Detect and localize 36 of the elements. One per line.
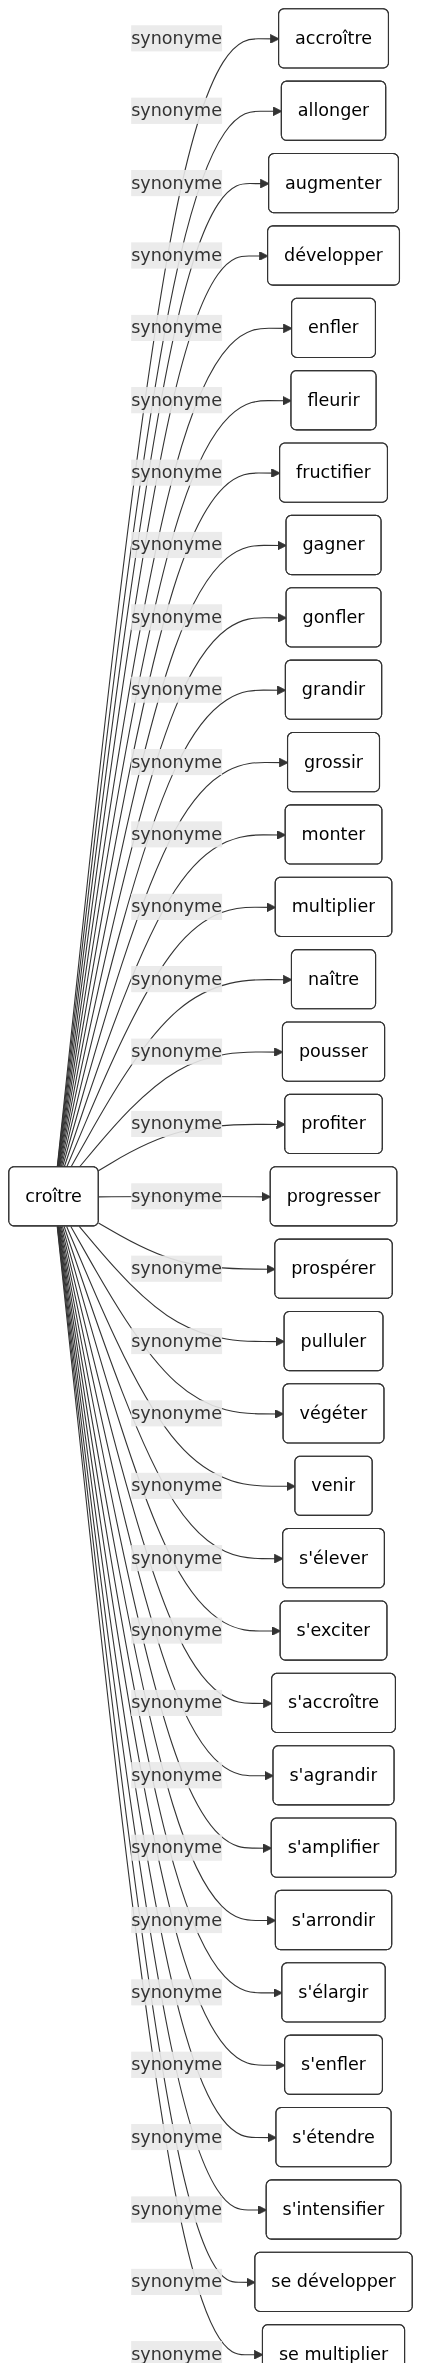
edge-label: synonyme [131, 27, 222, 49]
edge-label: synonyme [131, 2198, 222, 2220]
arrow [70, 1225, 285, 1419]
edge-label: synonyme [131, 2270, 222, 2292]
edge-label: synonyme [131, 823, 222, 845]
edge-label: synonyme [131, 1040, 222, 1062]
edge-label: synonyme [131, 895, 222, 917]
edge-label: synonyme [131, 2053, 222, 2075]
edge-label: synonyme [131, 1764, 222, 1786]
edge-label: synonyme [131, 1402, 222, 1424]
edge-label: synonyme [131, 1836, 222, 1858]
edge-label: synonyme [131, 968, 222, 990]
edge-label: synonyme [131, 1474, 222, 1496]
edge-label: synonyme [131, 534, 222, 555]
edge-label: synonyme [131, 244, 222, 266]
edge-label: synonyme [131, 1619, 222, 1641]
edge-label: synonyme [131, 751, 222, 772]
arrow [61, 1225, 282, 1636]
edge-label: synonyme [131, 1185, 222, 1207]
edge-label: synonyme [131, 1112, 222, 1134]
edge-label: synonyme [131, 1330, 222, 1351]
edge-label: synonyme [131, 172, 222, 193]
edge-label: synonyme [131, 1257, 222, 1279]
edge-label: synonyme [131, 99, 222, 121]
edge-label: synonyme [131, 1547, 222, 1569]
edge-label: synonyme [131, 1981, 222, 2003]
arrow [63, 1225, 284, 1564]
edge-label: synonyme [131, 389, 222, 411]
edge-label: synonyme [131, 606, 222, 628]
edge-label: synonyme [131, 2126, 222, 2147]
edge-label: synonyme [131, 678, 222, 700]
edge-label: synonyme [131, 461, 222, 483]
edge-label: synonyme [131, 1691, 222, 1713]
edge-label: synonyme [131, 2343, 222, 2363]
edge-label: synonyme [131, 1909, 222, 1930]
edge-label: synonyme [131, 316, 222, 338]
